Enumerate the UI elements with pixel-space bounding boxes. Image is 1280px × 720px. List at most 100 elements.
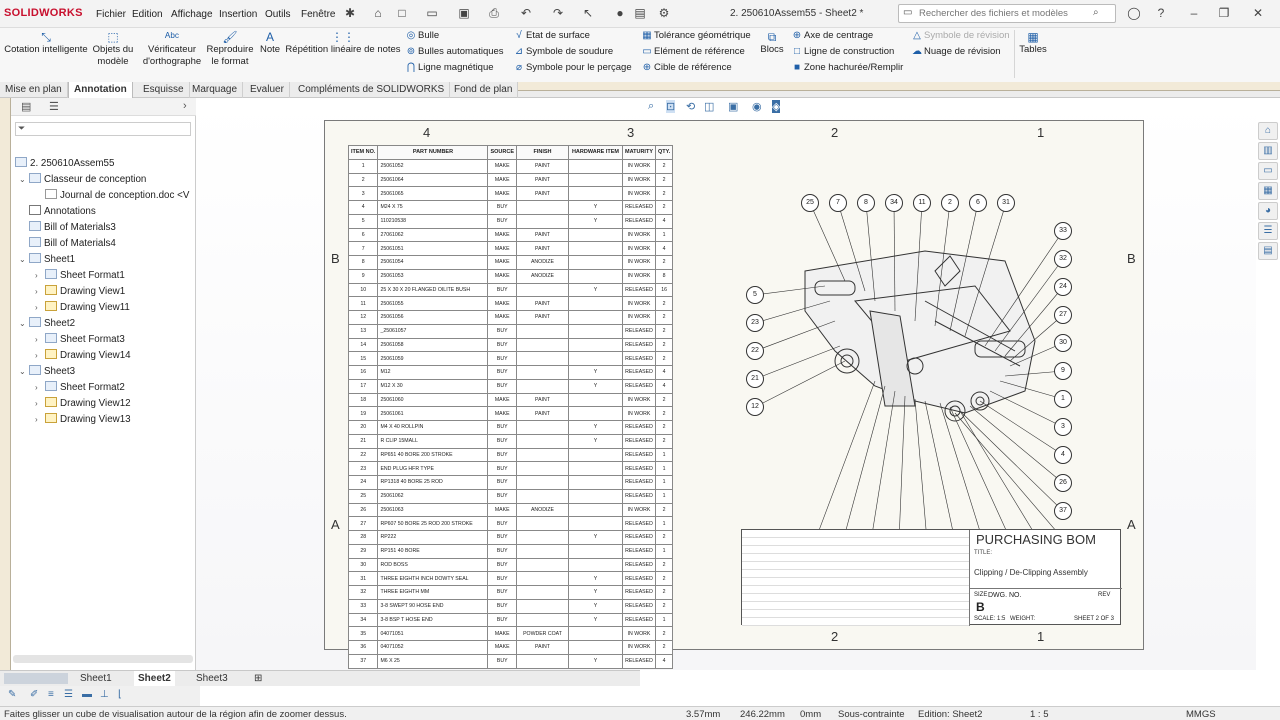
- open-icon[interactable]: ▭: [426, 6, 438, 20]
- construction-line-button[interactable]: □Ligne de construction: [790, 44, 903, 60]
- tables-button[interactable]: ▦ Tables: [1019, 30, 1047, 55]
- appearances-icon[interactable]: ◕: [1258, 202, 1278, 220]
- menu-fenetre[interactable]: Fenêtre: [301, 9, 336, 20]
- undo-icon[interactable]: ↶: [520, 6, 532, 20]
- sketch-tool-icon[interactable]: ✎: [8, 689, 17, 700]
- design-library-icon[interactable]: ▥: [1258, 142, 1278, 160]
- expand-chevron-icon[interactable]: ⌄: [19, 367, 26, 376]
- tree-filter[interactable]: ⏷: [15, 122, 191, 136]
- unit-system[interactable]: MMGS: [1186, 709, 1216, 720]
- rebuild-icon[interactable]: ●: [616, 6, 624, 20]
- pin-icon[interactable]: ✱: [344, 6, 356, 20]
- balloon[interactable]: 11: [913, 194, 931, 212]
- layer-icon[interactable]: ☰: [64, 689, 73, 700]
- smart-dimension-button[interactable]: ⤡ Cotation intelligente: [2, 30, 90, 56]
- balloon[interactable]: 34: [885, 194, 903, 212]
- chevron-right-icon[interactable]: ›: [183, 100, 187, 112]
- balloon[interactable]: 21: [746, 370, 764, 388]
- sheet-tab-sheet1[interactable]: Sheet1: [80, 673, 112, 684]
- balloon[interactable]: 1: [1054, 390, 1072, 408]
- menu-insertion[interactable]: Insertion: [219, 9, 258, 20]
- display-style-icon[interactable]: ▣: [728, 101, 739, 113]
- balloon[interactable]: 24: [1054, 278, 1072, 296]
- new-icon[interactable]: □: [398, 6, 406, 20]
- search-box[interactable]: ▭ ⌕: [898, 4, 1116, 23]
- expand-chevron-icon[interactable]: ›: [35, 287, 38, 296]
- magnetic-line-button[interactable]: ⋂Ligne magnétique: [404, 60, 504, 76]
- zoom-to-fit-icon[interactable]: ⌕: [648, 100, 655, 112]
- search-icon[interactable]: ⌕: [1093, 7, 1099, 18]
- minimize-icon[interactable]: –: [1190, 6, 1198, 20]
- balloon[interactable]: 33: [1054, 222, 1072, 240]
- tree-node[interactable]: ›Sheet Format1: [15, 268, 189, 284]
- select-icon[interactable]: ↖: [582, 6, 594, 20]
- tree-node[interactable]: ›Drawing View11: [15, 300, 189, 316]
- spell-checker-button[interactable]: ᴬᵇᶜ Vérificateur d'orthographe: [140, 30, 204, 68]
- tree-root[interactable]: 2. 250610Assem55: [15, 156, 114, 172]
- tree-node[interactable]: Journal de conception.doc <V: [15, 188, 189, 204]
- model-items-button[interactable]: ⬚ Objets du modèle: [90, 30, 136, 68]
- menu-outils[interactable]: Outils: [265, 9, 291, 20]
- sheet-tab-sheet3[interactable]: Sheet3: [196, 673, 228, 684]
- expand-chevron-icon[interactable]: ›: [35, 335, 38, 344]
- redo-icon[interactable]: ↷: [552, 6, 564, 20]
- balloon[interactable]: 25: [801, 194, 819, 212]
- expand-chevron-icon[interactable]: ⌄: [19, 175, 26, 184]
- blocks-button[interactable]: ⧉ Blocs: [758, 30, 786, 56]
- tree-node[interactable]: ⌄Sheet1: [15, 252, 189, 268]
- balloon[interactable]: 37: [1054, 502, 1072, 520]
- revision-cloud-button[interactable]: ☁Nuage de révision: [910, 44, 1010, 60]
- balloon[interactable]: 7: [829, 194, 847, 212]
- menu-edition[interactable]: Edition: [132, 9, 163, 20]
- tree-node[interactable]: ›Sheet Format3: [15, 332, 189, 348]
- balloon[interactable]: 32: [1054, 250, 1072, 268]
- balloon[interactable]: 26: [1054, 474, 1072, 492]
- area-hatch-button[interactable]: ■Zone hachurée/Remplir: [790, 60, 903, 76]
- solidworks-forum-icon[interactable]: ▤: [1258, 242, 1278, 260]
- auto-balloon-button[interactable]: ⊚Bulles automatiques: [404, 44, 504, 60]
- tree-node[interactable]: ›Drawing View13: [15, 412, 189, 428]
- balloon[interactable]: 9: [1054, 362, 1072, 380]
- tab-esquisse[interactable]: Esquisse: [138, 82, 190, 98]
- file-properties-icon[interactable]: ▤: [634, 6, 646, 20]
- tree-node[interactable]: ›Sheet Format2: [15, 380, 189, 396]
- zoom-to-area-icon[interactable]: ⊡: [666, 100, 676, 113]
- sheet-tab-sheet2[interactable]: Sheet2: [134, 671, 175, 686]
- print-icon[interactable]: ⎙: [489, 6, 499, 20]
- tree-scrollbar[interactable]: [13, 655, 193, 663]
- tree-node[interactable]: Bill of Materials3: [15, 220, 189, 236]
- view-palette-icon[interactable]: ▦: [1258, 182, 1278, 200]
- revision-symbol-button[interactable]: △Symbole de révision: [910, 28, 1009, 44]
- tree-node[interactable]: ›Drawing View12: [15, 396, 189, 412]
- view-settings-icon[interactable]: ◈: [772, 100, 781, 113]
- tab-marquage[interactable]: Marquage: [187, 82, 244, 98]
- surface-finish-button[interactable]: √Etat de surface: [512, 28, 632, 44]
- menu-affichage[interactable]: Affichage: [171, 9, 213, 20]
- tree-node[interactable]: ›Drawing View14: [15, 348, 189, 364]
- centerline-button[interactable]: ⊕Axe de centrage: [790, 28, 903, 44]
- tab-evaluer[interactable]: Evaluer: [245, 82, 290, 98]
- line-style-icon[interactable]: ⊥: [100, 689, 109, 700]
